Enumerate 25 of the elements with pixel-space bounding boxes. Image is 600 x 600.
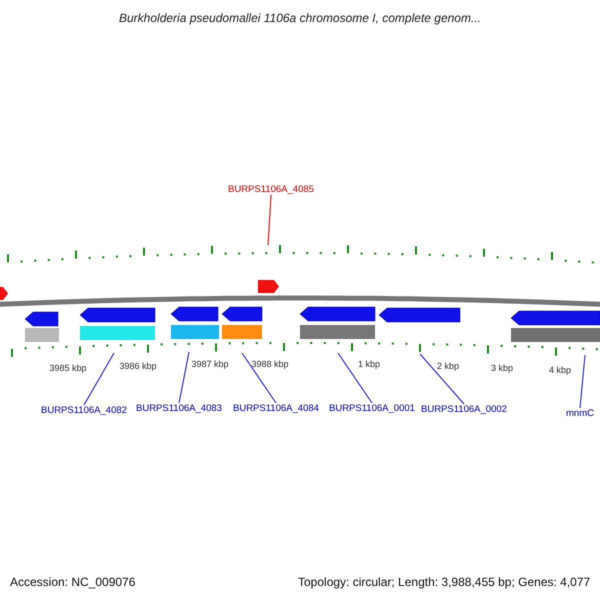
scale-label: 3987 kbp: [192, 358, 229, 370]
accession-text: Accession: NC_009076: [10, 575, 136, 590]
gene-label: BURPS1106A_0001: [329, 402, 415, 414]
leader-line: [420, 354, 464, 404]
title-text: Burkholderia pseudomallei 1106a chromosome I, complete genom...: [119, 11, 481, 26]
scale-label: 3985 kbp: [50, 362, 87, 374]
gene-label: BURPS1106A_0002: [421, 404, 507, 415]
leader-line: [580, 354, 586, 408]
gene-label: BURPS1106A_4083: [136, 402, 222, 414]
leader-line: [178, 352, 190, 404]
leader-line: [242, 352, 276, 404]
leader-line: [268, 194, 272, 246]
scale-label: 2 kbp: [437, 360, 460, 372]
gene-label: BURPS1106A_4084: [233, 402, 319, 414]
scale-label: 4 kbp: [549, 364, 572, 376]
genome-summary-text: Topology: circular; Length: 3,988,455 bp; Genes: 4,077: [298, 575, 590, 590]
gene-label: BURPS1106A_4085: [228, 184, 314, 195]
gene-label: mnmC: [566, 408, 594, 419]
gene-label: BURPS1106A_4082: [41, 404, 127, 416]
scale-label: 3 kbp: [491, 362, 514, 374]
leader-line: [84, 352, 114, 406]
scale-label: 3986 kbp: [120, 360, 157, 372]
scale-label: 1 kbp: [358, 358, 380, 370]
leader-line: [338, 352, 372, 404]
scale-label: 3988 kbp: [252, 358, 289, 370]
